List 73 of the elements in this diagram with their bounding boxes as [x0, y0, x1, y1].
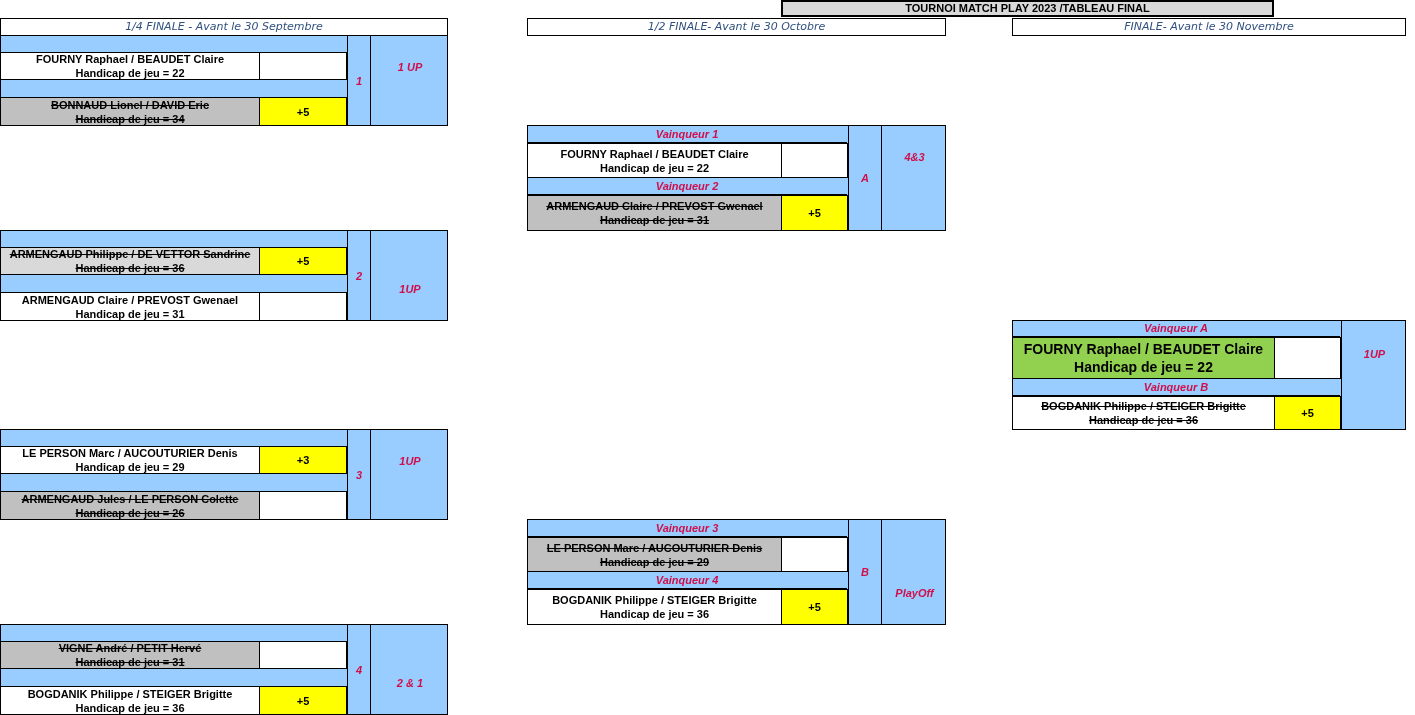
handicap-text: Handicap de jeu = 22	[1074, 358, 1213, 376]
team-cell	[0, 292, 260, 321]
team-cell	[0, 52, 260, 80]
match-result: 1 UP	[370, 35, 449, 126]
match-block	[0, 624, 448, 715]
score-cell	[781, 143, 848, 178]
team-cell	[0, 446, 260, 474]
score-cell: +5	[259, 686, 347, 715]
handicap-text: Handicap de jeu = 31	[75, 306, 185, 321]
match-result: 1UP	[370, 230, 449, 321]
handicap-text: Handicap de jeu = 36	[75, 700, 185, 715]
handicap-text: Handicap de jeu = 34	[75, 111, 185, 126]
team-cell	[0, 641, 260, 669]
team-cell	[527, 537, 782, 572]
team-names: FOURNY Raphael / BEAUDET Claire	[35, 52, 225, 66]
team-cell	[527, 143, 782, 178]
handicap-text: Handicap de jeu = 29	[75, 460, 185, 474]
team-names: ARMENGAUD Jules / LE PERSON Colette	[21, 491, 239, 506]
team-cell	[0, 686, 260, 715]
team-names: BOGDANIK Philippe / STEIGER Brigitte	[552, 593, 757, 607]
team-names: ARMENGAUD Claire / PREVOST Gwenael	[546, 199, 763, 213]
score-cell	[259, 292, 347, 321]
match-block	[527, 519, 946, 625]
team-cell	[527, 589, 782, 625]
match-block	[0, 35, 448, 126]
handicap-text: Handicap de jeu = 29	[599, 554, 710, 569]
round-header: 1/2 FINALE- Avant le 30 Octobre	[527, 18, 946, 36]
team-names: LE PERSON Marc / AUCOUTURIER Denis	[22, 446, 238, 460]
team-names: LE PERSON Marc / AUCOUTURIER Denis	[546, 540, 763, 555]
score-cell	[259, 491, 347, 520]
team-names: BOGDANIK Philippe / STEIGER Brigitte	[1041, 399, 1246, 413]
score-cell: +5	[259, 97, 347, 126]
score-cell: +3	[259, 446, 347, 474]
match-block	[0, 429, 448, 520]
team-cell	[527, 195, 782, 231]
team-names: VIGNE André / PETIT Hervé	[58, 641, 202, 655]
team-names: FOURNY Raphael / BEAUDET Claire	[1023, 340, 1264, 358]
team-cell	[1012, 396, 1275, 430]
match-result: PlayOff	[881, 519, 947, 625]
team-names: ARMENGAUD Philippe / DE VETTOR Sandrine	[9, 247, 251, 261]
team-names: BONNAUD Lionel / DAVID Eric	[50, 97, 210, 112]
match-block	[0, 230, 448, 321]
handicap-text: Handicap de jeu = 36	[75, 261, 185, 275]
match-block	[527, 125, 946, 231]
handicap-text: Handicap de jeu = 36	[1088, 413, 1199, 427]
score-cell	[781, 537, 848, 572]
handicap-text: Handicap de jeu = 22	[75, 66, 185, 80]
handicap-text: Handicap de jeu = 26	[75, 505, 185, 520]
match-block	[1012, 320, 1406, 430]
team-cell	[0, 97, 260, 126]
score-cell	[1274, 337, 1341, 379]
team-cell	[0, 247, 260, 275]
title-bar: TOURNOI MATCH PLAY 2023 /TABLEAU FINAL	[781, 0, 1274, 17]
handicap-text: Handicap de jeu = 31	[75, 655, 185, 669]
round-header: FINALE- Avant le 30 Novembre	[1012, 18, 1406, 36]
team-cell	[0, 491, 260, 520]
score-cell: +5	[781, 195, 848, 231]
match-result: 4&3	[881, 125, 947, 231]
score-cell	[259, 641, 347, 669]
team-names: FOURNY Raphael / BEAUDET Claire	[560, 146, 749, 161]
handicap-text: Handicap de jeu = 36	[599, 607, 710, 621]
score-cell: +5	[259, 247, 347, 275]
score-cell: +5	[1274, 396, 1341, 430]
handicap-text: Handicap de jeu = 31	[599, 213, 710, 227]
team-names: BOGDANIK Philippe / STEIGER Brigitte	[27, 686, 233, 701]
match-result: 1UP	[370, 429, 449, 520]
handicap-text: Handicap de jeu = 22	[599, 160, 710, 175]
score-cell	[259, 52, 347, 80]
team-cell	[1012, 337, 1275, 379]
round-header: 1/4 FINALE - Avant le 30 Septembre	[0, 18, 448, 36]
score-cell: +5	[781, 589, 848, 625]
match-result: 2 & 1	[370, 624, 449, 715]
team-names: ARMENGAUD Claire / PREVOST Gwenael	[21, 292, 239, 307]
